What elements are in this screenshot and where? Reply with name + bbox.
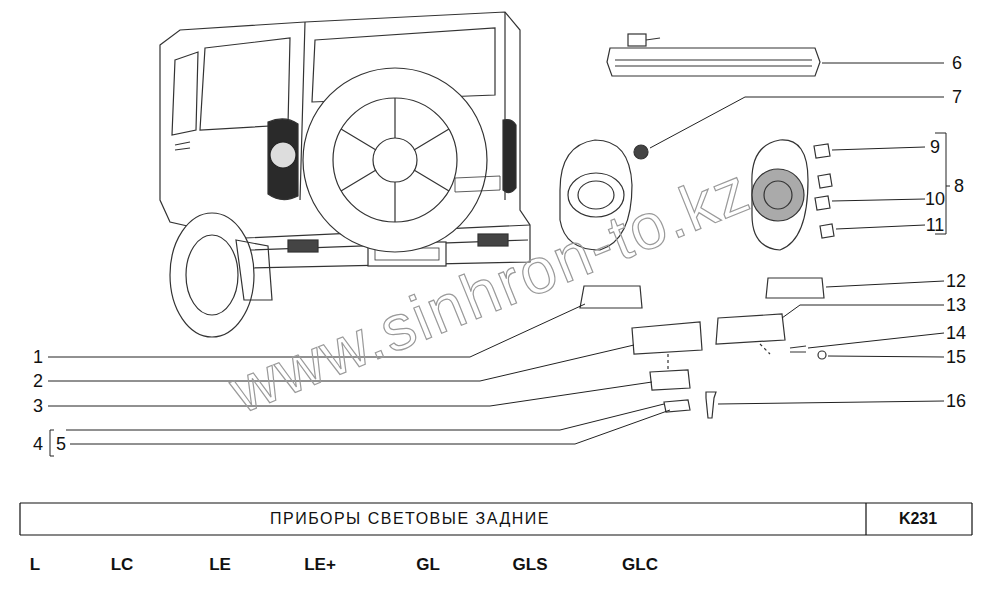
callout-number: 8 [954, 177, 964, 195]
callout-number: 6 [952, 54, 962, 72]
model-code: GL [416, 556, 440, 573]
table-heading: ПРИБОРЫ СВЕТОВЫЕ ЗАДНИЕ [270, 511, 550, 527]
callout-number: 12 [946, 272, 966, 290]
callout-number: 1 [33, 348, 43, 366]
callout-number: 10 [925, 190, 945, 208]
callout-number: 4 [33, 435, 43, 453]
callout-number: 16 [946, 392, 966, 410]
callout-number: 2 [33, 372, 43, 390]
model-code: L [30, 556, 40, 573]
callout-number: 11 [926, 216, 945, 234]
leader-lines [48, 63, 950, 456]
callout-number: 7 [952, 88, 962, 106]
callout-number: 14 [946, 324, 966, 342]
model-code: LE+ [304, 556, 336, 573]
model-code: GLS [513, 556, 548, 573]
callout-number: 9 [930, 138, 940, 156]
watermark: www.sinhron-to.kz [222, 157, 759, 424]
callout-number: 3 [33, 397, 43, 415]
table-cell: K231 [899, 511, 937, 527]
model-code: LE [209, 556, 231, 573]
callout-number: 15 [946, 348, 966, 366]
callout-number: 5 [56, 435, 66, 453]
model-code: GLC [622, 556, 658, 573]
table-frame [20, 503, 972, 535]
model-code: LC [111, 556, 134, 573]
callout-number: 13 [946, 296, 966, 314]
